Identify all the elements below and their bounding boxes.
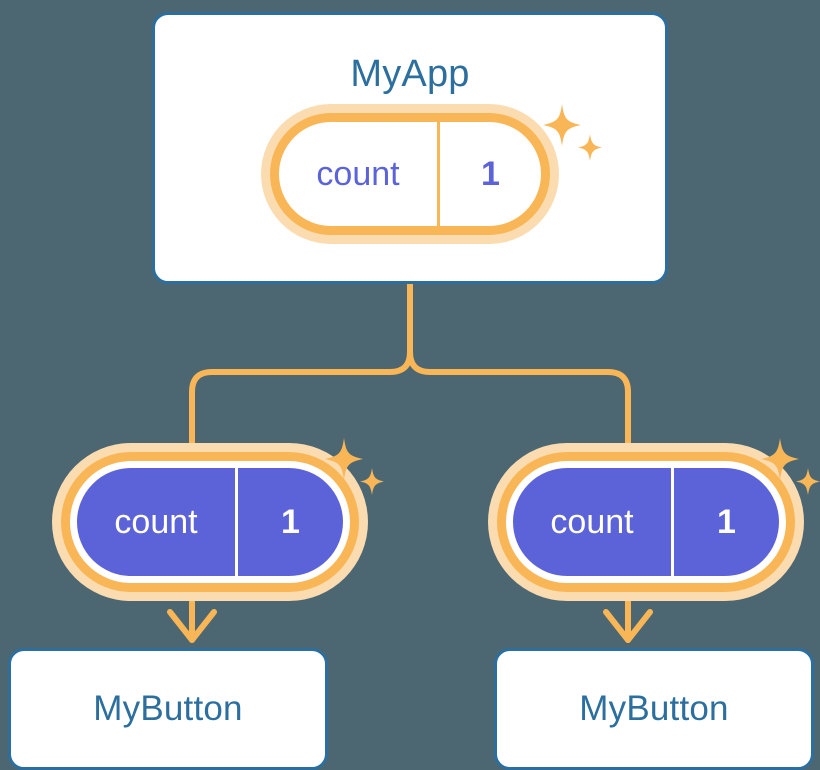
state-pill-key: count (114, 502, 198, 541)
state-pill-value: 1 (717, 502, 736, 541)
state-pill-left[interactable]: count 1 (70, 461, 350, 583)
arrow-head-left (167, 609, 217, 643)
branch-connector-left (189, 281, 413, 455)
state-pill-value: 1 (281, 502, 300, 541)
branch-connector-right (407, 281, 631, 455)
state-pill-key: count (316, 154, 400, 193)
state-pill-myapp[interactable]: count 1 (270, 113, 550, 235)
state-pill-divider (671, 468, 674, 576)
button-label: MyButton (93, 689, 243, 728)
state-pill-divider (235, 468, 238, 576)
button-card-left[interactable]: MyButton (8, 648, 328, 770)
button-label: MyButton (579, 689, 729, 728)
state-pill-value: 1 (481, 154, 500, 193)
state-pill-divider (437, 122, 440, 226)
button-card-right[interactable]: MyButton (494, 648, 814, 770)
state-pill-key: count (550, 502, 634, 541)
arrow-head-right (603, 609, 653, 643)
page-title: MyApp (350, 53, 470, 95)
state-pill-right[interactable]: count 1 (506, 461, 786, 583)
